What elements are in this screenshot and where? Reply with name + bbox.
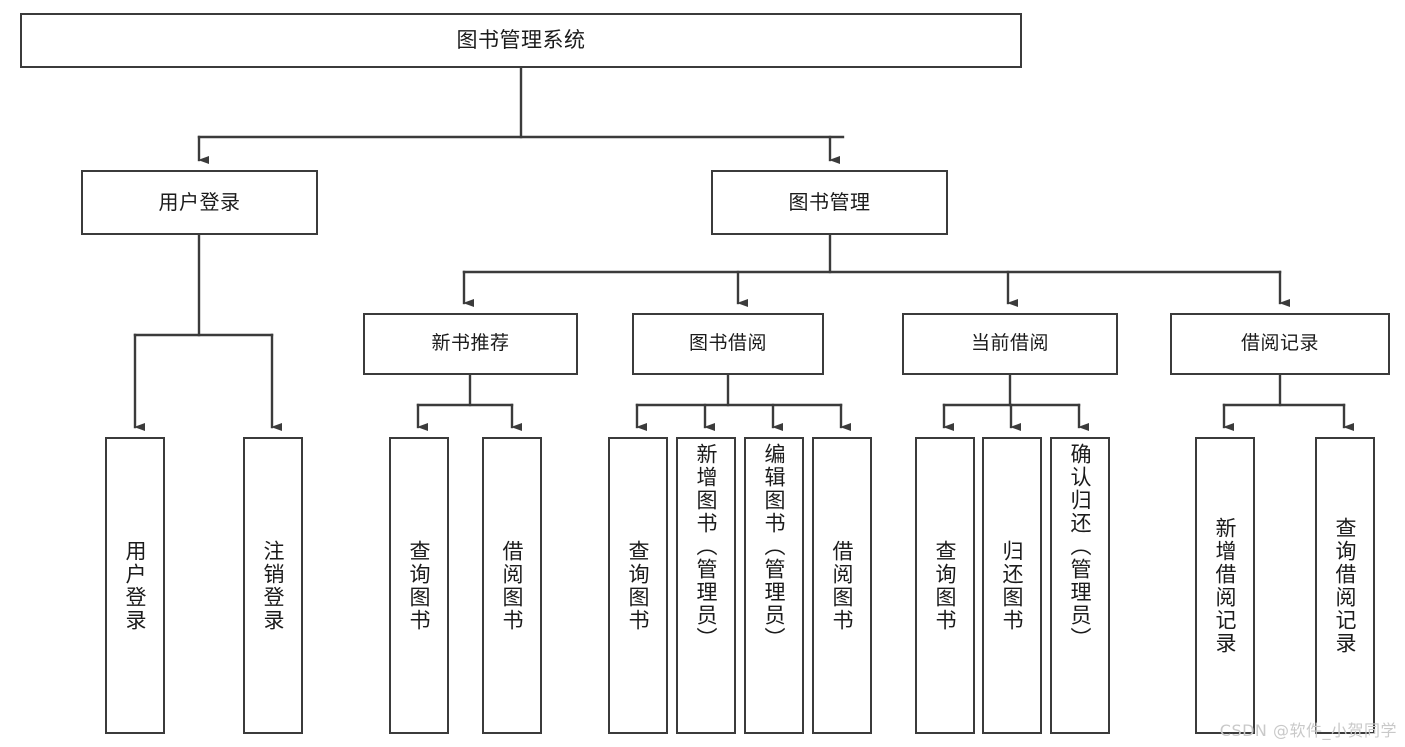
node-user-login[interactable]: 用户登录 xyxy=(81,170,318,235)
node-label: 借阅图书 xyxy=(830,539,855,632)
node-label: 图书借阅 xyxy=(688,332,767,355)
node-label: 查询图书 xyxy=(407,539,432,632)
node-label: 用户登录 xyxy=(123,539,148,632)
leaf-current-borrow-return-book[interactable]: 归还图书 xyxy=(982,437,1042,734)
node-label: 借阅图书 xyxy=(500,539,525,632)
node-label: 查询借阅记录 xyxy=(1333,516,1358,655)
node-label: 新增图书（管理员） xyxy=(694,443,719,650)
leaf-borrow-record-query-record[interactable]: 查询借阅记录 xyxy=(1315,437,1375,734)
node-label: 借阅记录 xyxy=(1240,332,1319,355)
node-label: 图书管理系统 xyxy=(456,28,586,53)
leaf-new-book-borrow-book[interactable]: 借阅图书 xyxy=(482,437,542,734)
leaf-user-login-login[interactable]: 用户登录 xyxy=(105,437,165,734)
node-label: 编辑图书（管理员） xyxy=(762,443,787,650)
node-current-borrow[interactable]: 当前借阅 xyxy=(902,313,1118,375)
leaf-borrow-record-add-record[interactable]: 新增借阅记录 xyxy=(1195,437,1255,734)
node-label: 确认归还（管理员） xyxy=(1068,443,1093,650)
leaf-book-borrow-borrow-book[interactable]: 借阅图书 xyxy=(812,437,872,734)
leaf-user-login-logout[interactable]: 注销登录 xyxy=(243,437,303,734)
node-label: 查询图书 xyxy=(933,539,958,632)
node-borrow-record[interactable]: 借阅记录 xyxy=(1170,313,1390,375)
node-book-borrow[interactable]: 图书借阅 xyxy=(632,313,824,375)
node-label: 新增借阅记录 xyxy=(1213,516,1238,655)
node-label: 新书推荐 xyxy=(431,332,510,355)
leaf-current-borrow-confirm-return-admin[interactable]: 确认归还（管理员） xyxy=(1050,437,1110,734)
node-label: 归还图书 xyxy=(1000,539,1025,632)
node-label: 图书管理 xyxy=(788,190,871,215)
node-label: 当前借阅 xyxy=(970,332,1049,355)
leaf-current-borrow-query-book[interactable]: 查询图书 xyxy=(915,437,975,734)
leaf-new-book-query-book[interactable]: 查询图书 xyxy=(389,437,449,734)
node-book-management[interactable]: 图书管理 xyxy=(711,170,948,235)
node-new-book-recommend[interactable]: 新书推荐 xyxy=(363,313,578,375)
node-label: 用户登录 xyxy=(158,190,241,215)
leaf-book-borrow-add-book-admin[interactable]: 新增图书（管理员） xyxy=(676,437,736,734)
leaf-book-borrow-edit-book-admin[interactable]: 编辑图书（管理员） xyxy=(744,437,804,734)
node-label: 查询图书 xyxy=(626,539,651,632)
node-root-book-management-system[interactable]: 图书管理系统 xyxy=(20,13,1022,68)
node-label: 注销登录 xyxy=(261,539,286,632)
leaf-book-borrow-query-book[interactable]: 查询图书 xyxy=(608,437,668,734)
